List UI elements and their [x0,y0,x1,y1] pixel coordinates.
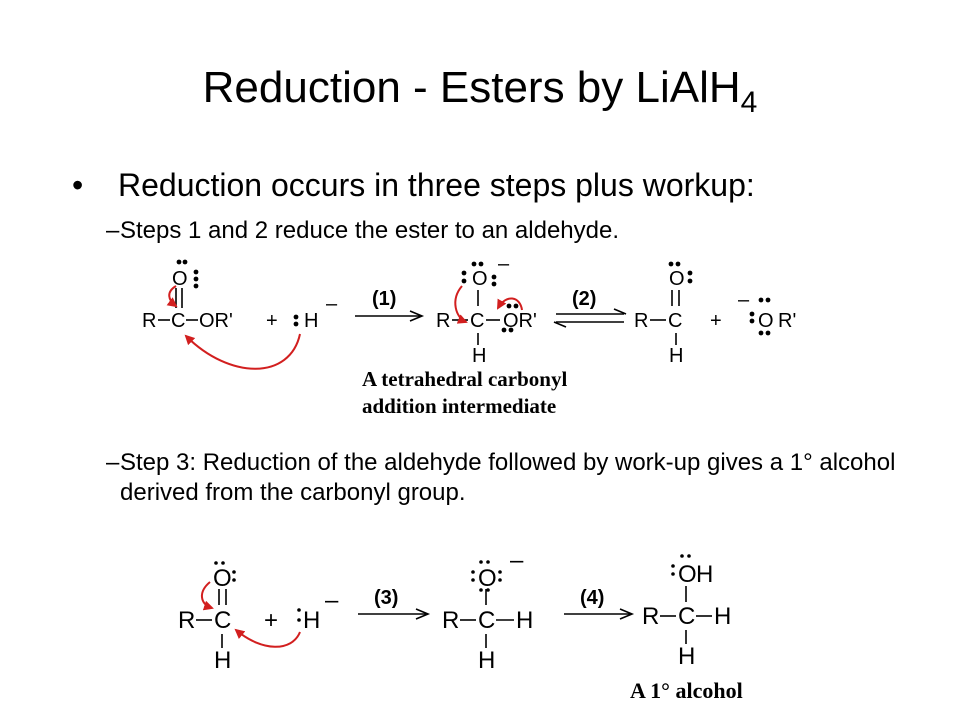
alc-oh-h: H [696,561,713,588]
equilibrium-arrow: (2) [553,288,627,328]
sub-dash: – [106,449,120,476]
ester-r: R [142,310,156,332]
intermediate-label-line1: A tetrahedral carbonyl [362,367,567,391]
ald2-c: C [214,607,231,634]
ester-or: OR' [199,310,233,332]
red-curved-arrow [184,333,301,370]
bullet-dot: • [72,167,84,203]
hydride-h: H [304,310,318,332]
alkoxide-product: + – O R' [710,289,796,336]
int-r: R [436,310,450,332]
alk-charge: – [510,547,524,574]
ald-h: H [669,345,683,367]
alk-h-right: H [516,607,533,634]
alk-o: O [478,565,497,592]
red-curved-arrow [497,297,523,311]
int-o: O [472,268,488,290]
plus-sign: + [264,607,278,634]
aldehyde-product: R C O H [634,261,693,367]
hydride2-charge: – [325,587,339,614]
step-1-label: (1) [372,288,396,310]
ester-molecule: R C OR' O + H – [142,259,338,370]
step-4-arrow: (4) [564,587,635,620]
int-c: C [470,310,484,332]
alc-c: C [678,603,695,630]
red-curved-arrow [234,628,301,648]
plus-sign: + [266,310,278,332]
bullet-text: Reduction occurs in three steps plus wor… [118,167,755,203]
lone-pairs [176,259,199,289]
intermediate-label-line2: addition intermediate [362,394,556,418]
alkoxide-intermediate: R C H O – H [442,547,533,674]
ald2-o: O [213,565,232,592]
hydride-charge: – [326,293,338,315]
alk-r: R [442,607,459,634]
alcohol-label: A 1° alcohol [630,678,743,703]
alc-h-right: H [714,603,731,630]
ald2-r: R [178,607,195,634]
ald2-h: H [214,647,231,674]
int-h: H [472,345,486,367]
primary-alcohol: R C H O H H A 1° alcohol [630,554,743,703]
alkoxide-o: O [758,310,774,332]
sub-point-text: Steps 1 and 2 reduce the ester to an ald… [120,217,620,244]
red-curved-arrow [454,285,468,324]
alkoxide-r: R' [778,310,796,332]
aldehyde-reactant: R C O H + H – [178,561,339,674]
ester-c: C [171,310,185,332]
scheme-2: R C O H + H – (3) [178,547,743,703]
ald-r: R [634,310,648,332]
title-subscript: 4 [740,86,758,119]
int-charge: – [498,253,510,275]
step-4-label: (4) [580,587,604,609]
ald-c: C [668,310,682,332]
scheme-1: R C OR' O + H – [142,253,796,418]
int-or: OR' [503,310,537,332]
title-text: Reduction - Esters by LiAlH [202,63,741,112]
ald-o: O [669,268,685,290]
ester-carbonyl-o: O [172,268,188,290]
plus-sign: + [710,310,722,332]
sub-dash: – [106,217,120,244]
tetrahedral-intermediate: R C OR' O – H A tetrahedr [362,253,567,418]
red-curved-arrow [166,285,178,308]
step-1-arrow: (1) [355,288,425,322]
step-3-label: (3) [374,587,398,609]
red-curved-arrow [201,581,214,611]
sub-point-text: Step 3: Reduction of the aldehyde follow… [120,449,896,506]
step-2-label: (2) [572,288,596,310]
alk-h-bottom: H [478,647,495,674]
hydride2-h: H [303,607,320,634]
slide-title: Reduction - Esters by LiAlH4 [0,60,960,119]
alc-r: R [642,603,659,630]
alk-c: C [478,607,495,634]
alc-h-bottom: H [678,643,695,670]
alc-o: O [678,561,697,588]
step-3-arrow: (3) [358,587,431,620]
alkoxide-charge: – [738,289,750,311]
